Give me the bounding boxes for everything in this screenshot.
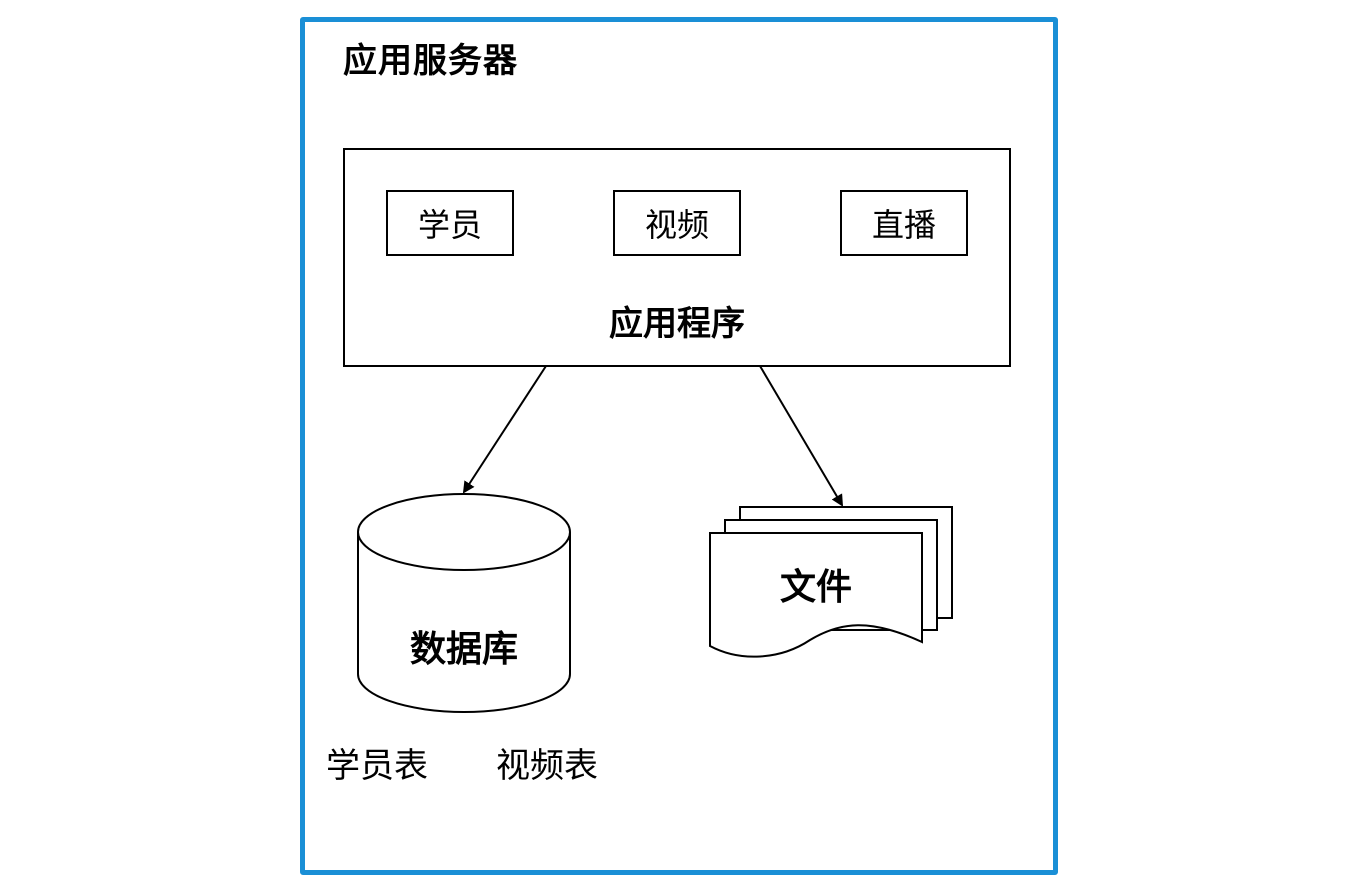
application-label: 应用程序 bbox=[609, 304, 745, 344]
file-documents bbox=[709, 506, 953, 658]
module-student: 学员 bbox=[386, 190, 514, 256]
database-label: 数据库 bbox=[409, 629, 518, 670]
table-video: 视频表 bbox=[496, 746, 598, 786]
module-live: 直播 bbox=[840, 190, 968, 256]
module-video: 视频 bbox=[613, 190, 741, 256]
app-server-title: 应用服务器 bbox=[343, 41, 518, 81]
arrow-app-to-database bbox=[462, 365, 547, 494]
arrow-app-to-files bbox=[759, 365, 844, 507]
files-label: 文件 bbox=[779, 567, 852, 608]
database-cylinder bbox=[357, 493, 571, 713]
table-student: 学员表 bbox=[326, 746, 428, 786]
application-box bbox=[343, 148, 1011, 367]
app-server-frame bbox=[300, 17, 1058, 875]
